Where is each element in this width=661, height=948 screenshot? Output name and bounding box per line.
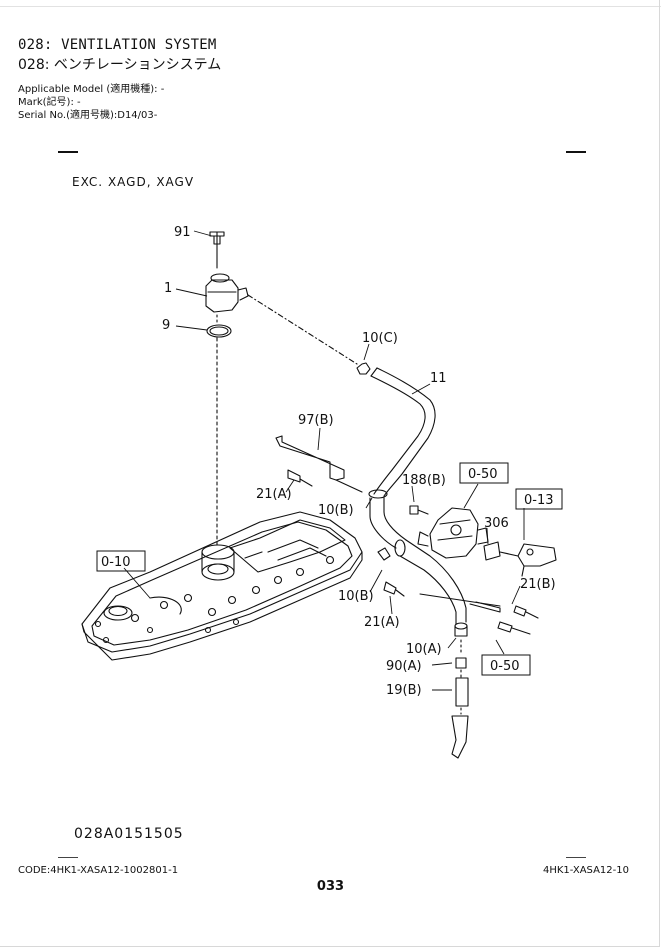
callout-0-10: 0-10: [101, 555, 131, 570]
callout-9: 9: [162, 318, 170, 333]
bracket-97b: [275, 435, 539, 635]
divider-right: [566, 151, 586, 153]
serial-number: Serial No.(適用号機):D14/03-: [18, 110, 158, 121]
mark-info: Mark(記号): -: [18, 97, 81, 108]
footer-rule-right: [566, 857, 586, 858]
callout-10a: 10(A): [406, 642, 442, 657]
footer-code-right: 4HK1-XASA12-10: [542, 865, 629, 876]
callout-labels: 91 1 9 10(C) 11 97(B) 21(A) 188(B) 0-50 …: [101, 225, 556, 698]
variant-note: EXC. XAGD, XAGV: [72, 175, 195, 189]
applicable-model: Applicable Model (適用機種): -: [18, 84, 165, 95]
divider-left: [58, 151, 78, 153]
callout-10b-upper: 10(B): [318, 503, 354, 518]
callout-0-13: 0-13: [524, 493, 554, 508]
hose-assembly: [356, 362, 469, 759]
page-title: 028: VENTILATION SYSTEM: [18, 37, 217, 53]
footer-code-left: CODE:4HK1-XASA12-1002801-1: [18, 865, 179, 876]
callout-21a-lower: 21(A): [364, 615, 400, 630]
callout-97b: 97(B): [298, 413, 334, 428]
footer-rule-left: [58, 857, 78, 858]
page-title-japanese: 028: ベンチレーションシステム: [18, 57, 222, 73]
callout-90a: 90(A): [386, 659, 422, 674]
top-rule: [0, 6, 661, 7]
callout-10b-lower: 10(B): [338, 589, 374, 604]
callout-1: 1: [164, 281, 172, 296]
callout-0-50-top: 0-50: [468, 467, 498, 482]
leader-lines: [123, 230, 525, 691]
callout-10c: 10(C): [362, 331, 398, 346]
page-number: 033: [316, 879, 345, 894]
callout-306: 306: [484, 516, 509, 531]
callout-188b: 188(B): [402, 473, 446, 488]
callout-19b: 19(B): [386, 683, 422, 698]
reference-boxes: [96, 462, 563, 676]
breather-assembly: [205, 231, 358, 549]
callout-21a-top: 21(A): [256, 487, 292, 502]
head-cover-drawing: [81, 511, 363, 661]
callout-11: 11: [430, 371, 447, 386]
callout-21b: 21(B): [520, 577, 556, 592]
callout-0-50-bottom: 0-50: [490, 659, 520, 674]
drawing-code: 028A0151505: [74, 826, 184, 842]
callout-91: 91: [174, 225, 191, 240]
